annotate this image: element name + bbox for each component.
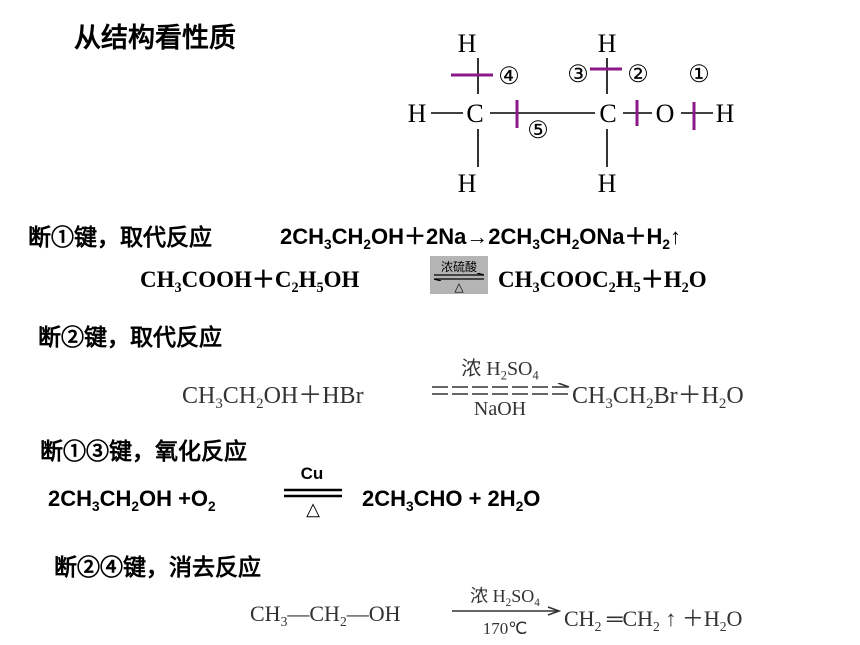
oxidation-condition-bottom: △ [306,499,320,519]
atom-h-bottom-left: H [458,169,477,198]
atom-c-left: C [466,99,483,128]
bond-mark-2: ② [627,62,649,88]
bond-mark-4: ④ [498,64,520,90]
atom-h-top-right: H [598,29,617,58]
elimination-arrow-icon [452,606,562,616]
atom-c-right: C [599,99,616,128]
equation-oxidation-right: 2CH3CHO + 2H2O [362,486,541,514]
hbr-condition-top: 浓 H2SO4 [461,358,539,383]
hbr-condition-bottom: NaOH [473,398,527,420]
oxidation-condition-top: Cu [300,464,324,483]
equation-elimination-left: CH3—CH2—OH [250,601,401,629]
ethanol-structure-diagram: H H H C C O H H H ④ ③ ② ① ⑤ [408,29,735,198]
section-heading-break-1: 断①键，取代反应 [28,224,212,250]
equation-elimination-right: CH2 ═CH2 ↑ ＋H2O [564,606,743,634]
equation-hbr-right: CH3CH2Br＋H2O [572,383,744,413]
page-title: 从结构看性质 [74,23,236,53]
bond-cut-marks [451,67,696,130]
atom-h-top-left: H [458,29,477,58]
arrow-condition-bottom: △ [454,280,464,294]
arrow-condition-top: 浓硫酸 [440,260,477,274]
equation-hbr-left: CH3CH2OH＋HBr [182,383,364,413]
elimination-condition-top: 浓 H2SO4 [470,586,540,609]
bond-mark-3: ③ [567,62,589,88]
equation-oxidation-left: 2CH3CH2OH +O2 [48,486,216,514]
atom-h-right: H [716,99,735,128]
elimination-condition-bottom: 170℃ [482,619,528,638]
bond-mark-1: ① [688,62,710,88]
equation-esterification-right: CH3COOC2H5＋H2O [498,267,707,296]
atom-o: O [656,99,675,128]
section-heading-break-2-4: 断②④键，消去反应 [54,554,261,580]
reversible-arrow-hbr-icon [432,383,570,395]
atom-h-left: H [408,99,427,128]
reversible-arrow-conc-h2so4: 浓硫酸 △ [430,256,488,294]
atom-h-bottom-right: H [598,169,617,198]
equal-sign-arrow-icon [284,488,342,498]
section-heading-break-2: 断②键，取代反应 [38,324,222,350]
equation-esterification-left: CH3COOH＋C2H5OH [140,267,360,296]
reversible-arrow-icon [433,273,485,281]
equation-ethanol-sodium: 2CH3CH2OH＋2Na→2CH3CH2ONa＋H2↑ [280,224,681,252]
bond-mark-5: ⑤ [527,118,549,144]
section-heading-break-1-3: 断①③键，氧化反应 [40,438,247,464]
